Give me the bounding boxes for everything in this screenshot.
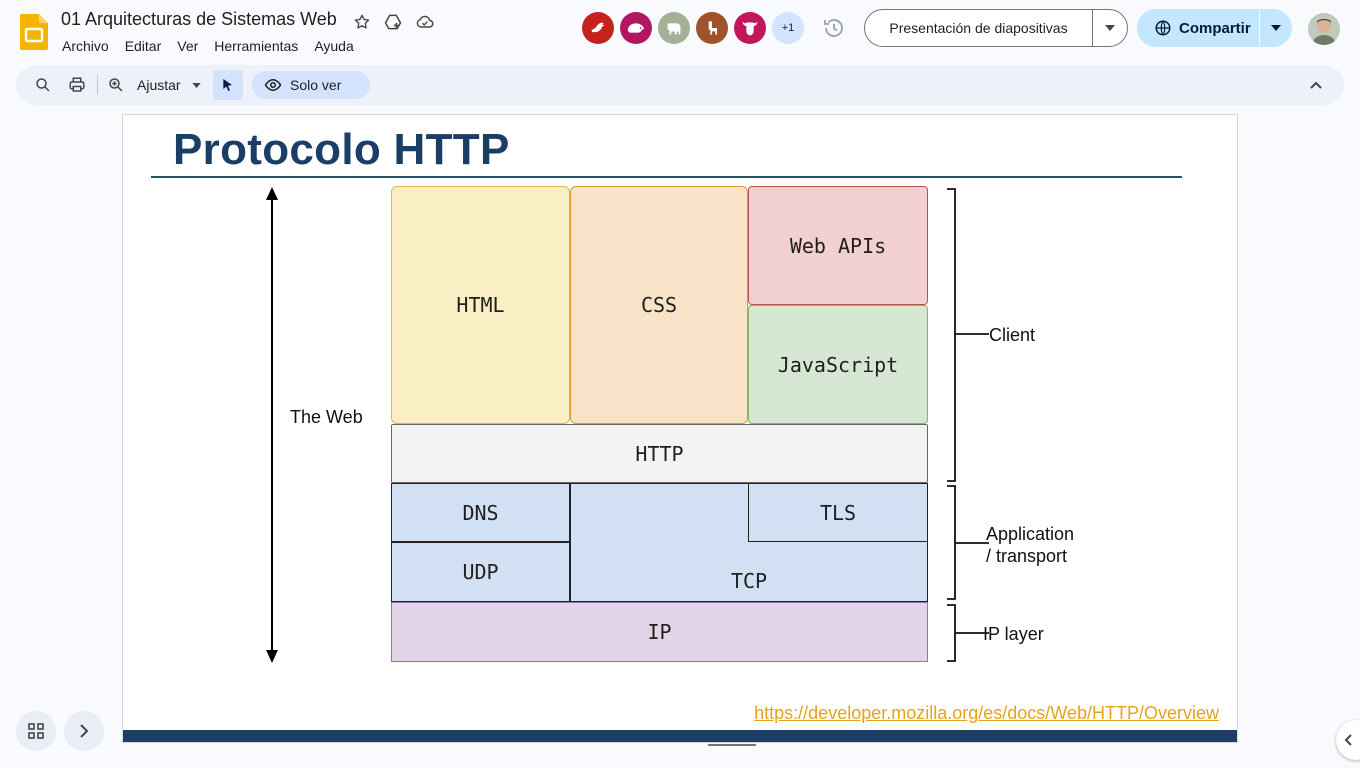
more-collaborators-badge[interactable]: +1	[772, 12, 804, 44]
cloud-status-icon[interactable]	[414, 11, 436, 33]
dns-block: DNS	[391, 483, 570, 542]
document-title[interactable]: 01 Arquitecturas de Sistemas Web	[61, 9, 337, 29]
move-to-drive-icon[interactable]	[382, 11, 404, 33]
the-web-label: The Web	[290, 407, 363, 427]
ip-layer-label: IP layer	[983, 624, 1044, 644]
globe-icon	[1155, 20, 1171, 36]
slide-title: Protocolo HTTP	[173, 125, 510, 174]
html-block: HTML	[391, 186, 570, 424]
star-icon[interactable]	[351, 11, 373, 33]
slideshow-button-group: Presentación de diapositivas	[864, 9, 1128, 47]
toolbar-divider	[97, 75, 98, 95]
web-apis-block: Web APIs	[748, 186, 928, 305]
menu-ver[interactable]: Ver	[177, 38, 199, 54]
zoom-dropdown-icon[interactable]	[189, 75, 203, 95]
grid-view-icon[interactable]	[16, 711, 56, 751]
menu-bar: Archivo Editar Ver Herramientas Ayuda	[54, 36, 362, 56]
menu-archivo[interactable]: Archivo	[62, 38, 109, 54]
chevron-right-icon[interactable]	[64, 711, 104, 751]
toolbar: Ajustar Solo ver	[16, 65, 1344, 105]
llama-icon[interactable]	[696, 12, 728, 44]
cursor-icon	[223, 79, 232, 91]
share-button[interactable]: Compartir	[1137, 9, 1260, 47]
menu-herramientas[interactable]: Herramientas	[214, 38, 299, 54]
eye-icon	[264, 78, 282, 92]
application-label: Application	[986, 524, 1075, 544]
menu-editar[interactable]: Editar	[124, 38, 162, 54]
buffalo-icon[interactable]	[734, 12, 766, 44]
print-icon[interactable]	[67, 75, 87, 95]
slideshow-dropdown-icon[interactable]	[1093, 10, 1127, 46]
view-only-button[interactable]: Solo ver	[252, 71, 370, 99]
title-underline	[151, 176, 1182, 178]
slides-logo-icon[interactable]	[20, 14, 48, 50]
menu-ayuda[interactable]: Ayuda	[314, 38, 354, 54]
search-icon[interactable]	[33, 75, 53, 95]
javascript-block: JavaScript	[748, 305, 928, 424]
source-link[interactable]: https://developer.mozilla.org/es/docs/We…	[754, 703, 1219, 723]
zoom-select[interactable]: Ajustar	[137, 77, 181, 93]
ip-block: IP	[391, 602, 928, 662]
select-tool-button[interactable]	[213, 70, 243, 100]
hedgehog-icon[interactable]	[620, 12, 652, 44]
client-label: Client	[989, 325, 1036, 345]
user-avatar[interactable]	[1308, 13, 1340, 45]
version-history-icon[interactable]	[822, 16, 846, 40]
share-button-group: Compartir	[1137, 9, 1292, 47]
collapse-toolbar-icon[interactable]	[1306, 75, 1326, 95]
udp-block: UDP	[391, 542, 570, 602]
http-block: HTTP	[391, 424, 928, 483]
view-only-label: Solo ver	[290, 77, 342, 93]
slideshow-button[interactable]: Presentación de diapositivas	[865, 10, 1093, 46]
share-label: Compartir	[1179, 19, 1251, 37]
elephant-icon[interactable]	[658, 12, 690, 44]
tls-block: TLS	[748, 483, 928, 542]
slide-footer-band	[123, 730, 1237, 742]
layer-brackets	[947, 188, 989, 662]
css-block: CSS	[570, 186, 748, 424]
double-arrow-icon	[266, 187, 278, 663]
slide-canvas: Protocolo HTTP The Web HTML CSS Web APIs…	[123, 115, 1237, 742]
transport-label: / transport	[986, 546, 1068, 566]
bird-icon[interactable]	[582, 12, 614, 44]
panel-grab-handle[interactable]	[708, 744, 756, 746]
zoom-icon[interactable]	[106, 75, 126, 95]
share-dropdown-icon[interactable]	[1260, 9, 1292, 47]
side-panel-toggle-icon[interactable]	[1336, 720, 1360, 760]
